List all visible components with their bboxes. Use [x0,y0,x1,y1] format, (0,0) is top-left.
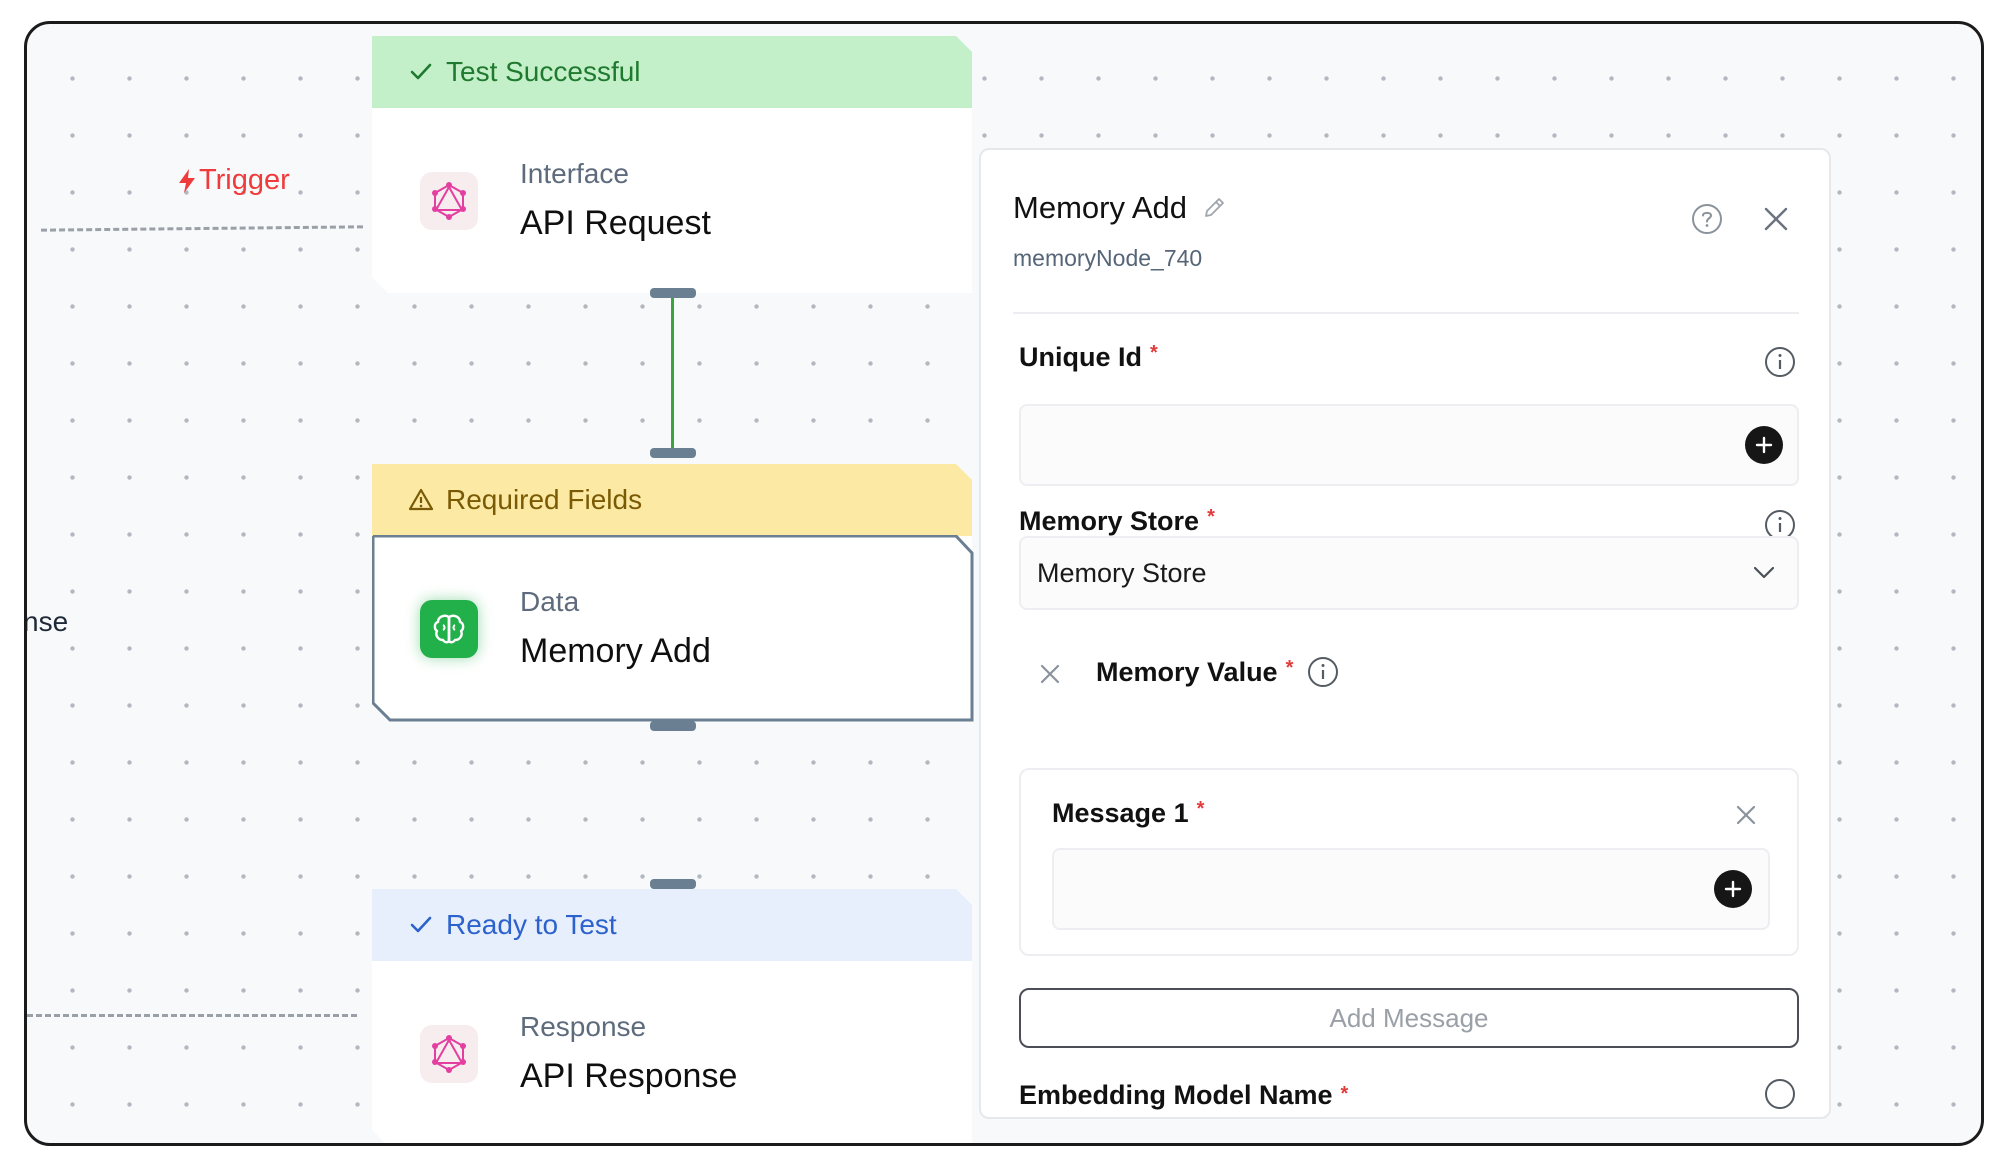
divider [1013,312,1799,314]
selected-node-outline [372,535,974,722]
trigger-connector [40,225,364,232]
memory-store-label: Memory Store* [1019,506,1215,536]
node-category: Data [520,586,580,617]
message-label: Message 1* [1052,798,1205,828]
node-name: Memory Add [520,632,711,670]
input-handle[interactable] [650,448,696,458]
required-marker: * [1150,342,1158,364]
add-message-button[interactable]: Add Message [1019,988,1799,1048]
node-api-request[interactable]: Test Successful Interface API Request [372,36,972,293]
required-marker: * [1196,798,1205,820]
input-handle[interactable] [650,879,696,889]
workflow-canvas[interactable]: Trigger nse Test Successful Interface AP… [24,21,1984,1146]
check-icon [410,916,432,933]
status-text: Test Successful [446,56,641,87]
message-card: Message 1* [1019,768,1799,956]
output-handle[interactable] [650,721,696,731]
info-icon[interactable] [1764,1078,1796,1110]
help-icon[interactable] [1690,202,1724,236]
status-banner: Ready to Test [372,889,972,961]
graphql-icon [420,172,478,230]
add-variable-button[interactable] [1745,426,1783,464]
chevron-down-icon [1753,566,1775,579]
check-icon [410,63,432,80]
status-text: Required Fields [446,484,643,515]
node-memory-add[interactable]: Required Fields Data Memory Add [372,464,972,721]
info-icon[interactable] [1307,656,1339,688]
status-banner: Required Fields [372,464,972,536]
node-body[interactable]: Response API Response [372,961,972,1146]
output-handle[interactable] [650,288,696,298]
node-config-panel: Memory Add memoryNode_740 Unique Id* Mem… [979,148,1831,1119]
trigger-label: Trigger [177,164,290,197]
unique-id-label: Unique Id* [1019,342,1158,372]
response-connector [27,1014,357,1017]
remove-message-icon[interactable] [1731,800,1761,830]
status-text: Ready to Test [446,909,617,940]
info-icon[interactable] [1764,346,1796,378]
warning-icon [408,488,434,511]
unique-id-input[interactable] [1019,404,1799,486]
node-category: Response [520,1011,647,1042]
node-name: API Response [520,1057,738,1095]
partial-edge-label: nse [24,606,69,637]
remove-field-icon[interactable] [1035,659,1065,689]
memory-value-label: Memory Value* [1096,656,1339,688]
required-marker: * [1285,656,1294,679]
close-icon[interactable] [1759,202,1793,236]
node-body[interactable]: Interface API Request [372,108,972,293]
node-id: memoryNode_740 [1013,245,1203,271]
node-name: API Request [520,204,711,242]
required-marker: * [1207,506,1215,528]
status-banner: Test Successful [372,36,972,108]
required-marker: * [1340,1083,1349,1105]
embedding-model-label: Embedding Model Name* [1019,1080,1349,1110]
memory-store-select[interactable]: Memory Store [1019,536,1799,610]
message-input[interactable] [1052,848,1770,930]
panel-title: Memory Add [1013,190,1227,226]
graphql-icon [420,1025,478,1083]
node-api-response[interactable]: Ready to Test Response API Response [372,889,972,1146]
node-body[interactable]: Data Memory Add [372,536,972,721]
add-variable-button[interactable] [1714,870,1752,908]
node-category: Interface [520,158,629,189]
edit-pencil-icon[interactable] [1201,195,1227,221]
edge-connection[interactable] [671,298,674,448]
lightning-icon [179,168,195,193]
brain-icon [420,600,478,658]
